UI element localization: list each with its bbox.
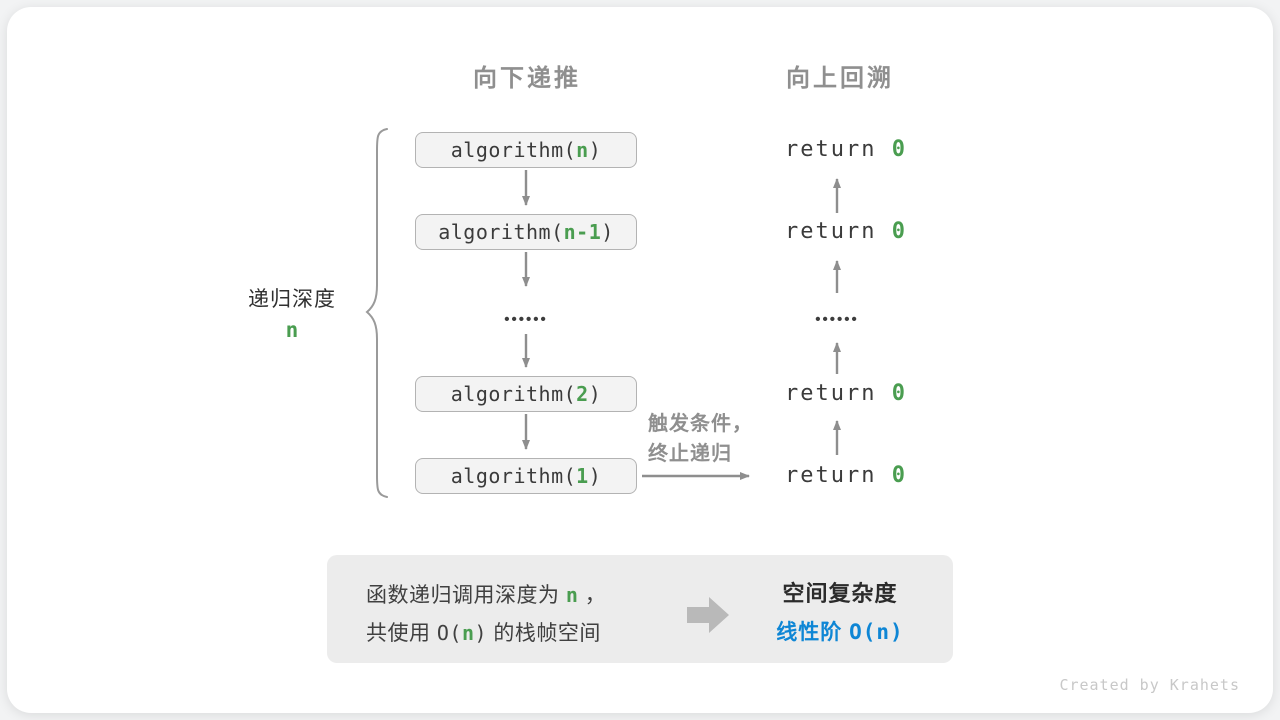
- base-case-note-line2: 终止递归: [648, 443, 732, 465]
- summary-line2: 共使用 O(n) 的栈帧空间: [366, 617, 601, 647]
- call-box-algorithm-1: algorithm(1): [415, 458, 637, 494]
- summary-panel: [327, 555, 953, 663]
- return-keyword: return: [785, 137, 892, 162]
- return-row-3: return 0: [746, 381, 946, 406]
- space-complexity-value: 线性阶 O(n): [740, 616, 940, 646]
- return-keyword: return: [785, 219, 892, 244]
- recursion-depth-label: 递归深度: [248, 288, 336, 311]
- depth-brace-icon: [365, 128, 388, 498]
- base-case-note-line1: 触发条件，: [648, 413, 753, 435]
- call-box-text: ): [588, 464, 602, 488]
- summary-arg: n: [461, 621, 475, 645]
- return-row-1: return 0: [746, 137, 946, 162]
- left-ellipsis: ••••••: [504, 311, 548, 328]
- call-box-text: ): [601, 220, 614, 244]
- summary-text: 的栈帧空间: [487, 622, 601, 645]
- return-value: 0: [891, 463, 907, 488]
- summary-code: O(: [436, 621, 462, 645]
- complexity-order-label: 线性阶: [776, 621, 850, 644]
- call-box-text: ): [588, 138, 602, 162]
- call-box-arg: 2: [576, 382, 589, 406]
- call-box-algorithm-2: algorithm(2): [415, 376, 637, 412]
- call-box-arg: n: [576, 138, 589, 162]
- summary-line1: 函数递归调用深度为 n ，: [366, 579, 606, 609]
- right-ellipsis: ••••••: [815, 311, 859, 328]
- call-box-text: algorithm(: [450, 138, 577, 162]
- summary-text: ，: [578, 584, 607, 607]
- summary-text: 共使用: [366, 622, 437, 645]
- return-keyword: return: [785, 463, 892, 488]
- complexity-big-o: O(n): [849, 620, 904, 644]
- call-box-text: algorithm(: [450, 464, 577, 488]
- downward-recursion-header: 向下递推: [473, 65, 581, 92]
- call-box-text: algorithm(: [450, 382, 577, 406]
- call-box-arg: 1: [576, 464, 589, 488]
- call-box-arg: n-1: [563, 220, 602, 244]
- return-keyword: return: [785, 381, 892, 406]
- call-box-algorithm-n: algorithm(n): [415, 132, 637, 168]
- return-row-4: return 0: [746, 463, 946, 488]
- summary-arg: n: [565, 583, 579, 607]
- call-box-algorithm-n-1: algorithm(n-1): [415, 214, 637, 250]
- implies-arrow-icon: [687, 597, 729, 633]
- return-value: 0: [891, 137, 907, 162]
- return-value: 0: [891, 381, 907, 406]
- summary-code: ): [474, 621, 488, 645]
- return-value: 0: [891, 219, 907, 244]
- call-box-text: ): [588, 382, 602, 406]
- space-complexity-title: 空间复杂度: [782, 581, 898, 606]
- summary-text: 函数递归调用深度为: [366, 584, 566, 607]
- upward-backtrack-header: 向上回溯: [786, 65, 894, 92]
- return-row-2: return 0: [746, 219, 946, 244]
- call-box-text: algorithm(: [438, 220, 564, 244]
- recursion-depth-value: n: [285, 318, 299, 342]
- credit-text: Created by Krahets: [1059, 676, 1240, 694]
